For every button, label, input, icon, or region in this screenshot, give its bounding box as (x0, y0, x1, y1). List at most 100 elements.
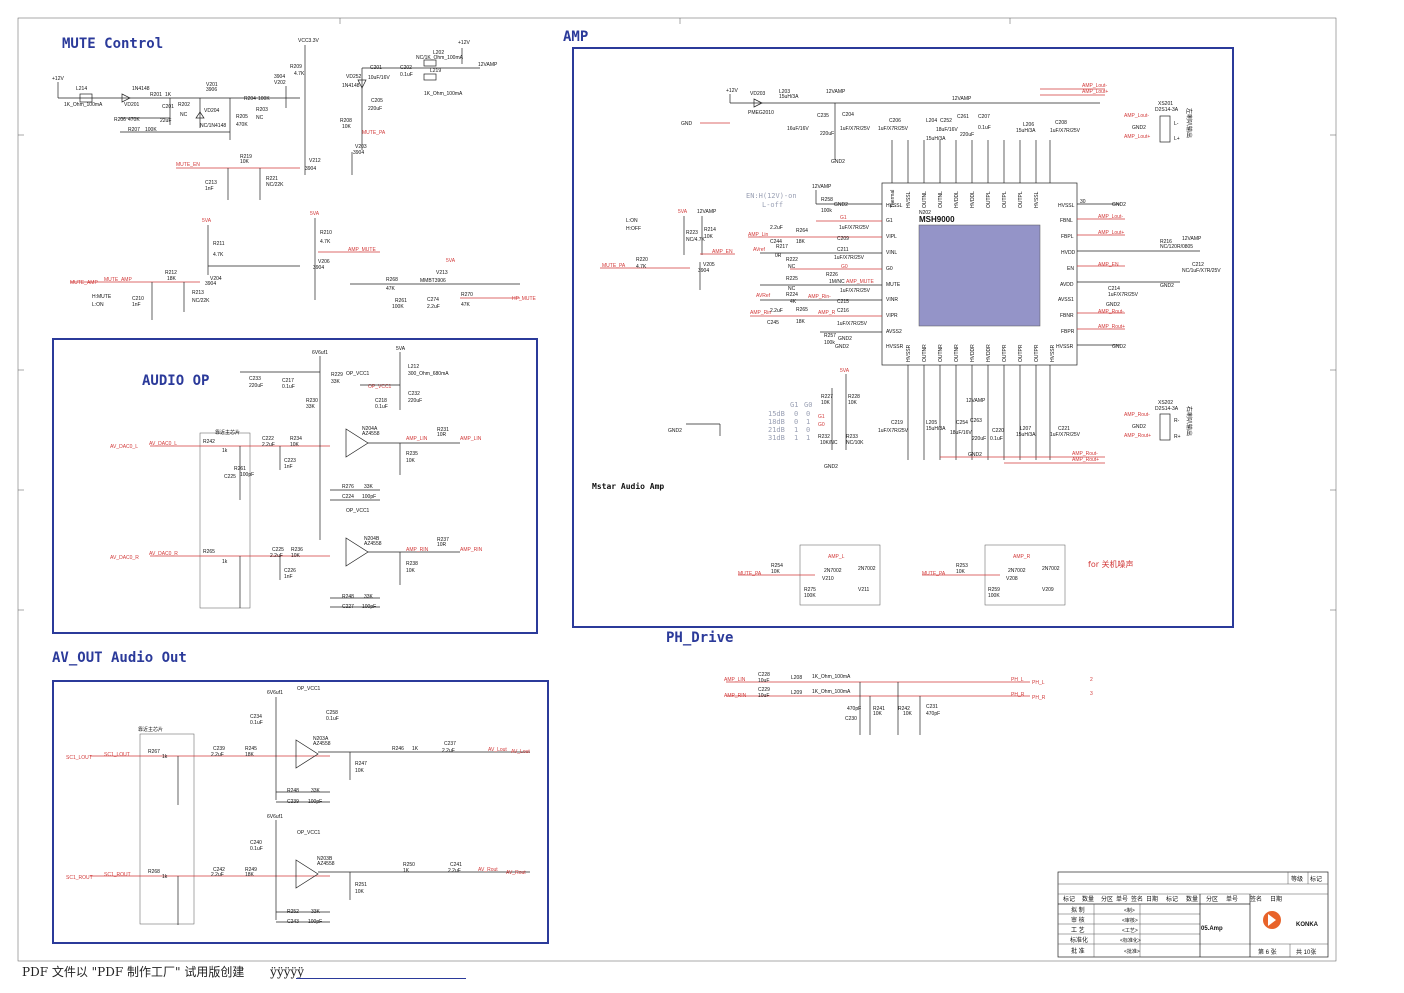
svg-text:R233: R233 (846, 434, 858, 440)
svg-text:G0: G0 (818, 422, 825, 428)
svg-text:分区: 分区 (1101, 895, 1113, 903)
svg-text:AZ4558: AZ4558 (364, 541, 382, 547)
svg-text:220uF: 220uF (249, 383, 263, 389)
svg-text:R232: R232 (818, 434, 830, 440)
svg-text:R217: R217 (776, 244, 788, 250)
svg-text:NC/1uF/X7R/25V: NC/1uF/X7R/25V (1182, 268, 1221, 274)
svg-text:2.2uF: 2.2uF (770, 308, 783, 314)
svg-text:2.2uF: 2.2uF (770, 225, 783, 231)
svg-text:100k: 100k (824, 340, 835, 346)
svg-text:D2S14-3A: D2S14-3A (1155, 107, 1179, 113)
svg-text:AMP_Lout+: AMP_Lout+ (1124, 134, 1150, 140)
svg-text:15uH/3A: 15uH/3A (1016, 432, 1036, 438)
audio-op-box (52, 338, 538, 634)
svg-text:L214: L214 (76, 86, 87, 92)
svg-text:N203B: N203B (317, 856, 333, 862)
svg-text:AMP_Rout-: AMP_Rout- (1072, 451, 1098, 457)
svg-text:C219: C219 (891, 420, 903, 426)
svg-text:V203: V203 (355, 144, 367, 150)
svg-text:R207: R207 (128, 127, 140, 133)
svg-text:AVSS1: AVSS1 (1058, 297, 1074, 303)
svg-text:12VAMP: 12VAMP (826, 89, 846, 95)
gain-table-head: G1 (790, 401, 798, 409)
svg-text:R234: R234 (290, 436, 302, 442)
svg-text:470K: 470K (236, 122, 248, 128)
av-out-title: AV_OUT Audio Out (52, 650, 187, 666)
svg-text:AV_Rout: AV_Rout (506, 870, 526, 876)
svg-text:0.1uF: 0.1uF (375, 404, 388, 410)
pdf-footer-link[interactable]: ÿÿÿÿÿ (270, 965, 305, 979)
svg-text:R223: R223 (686, 230, 698, 236)
svg-text:R231: R231 (437, 427, 449, 433)
svg-text:R235: R235 (406, 451, 418, 457)
sheet-total: 共 10张 (1296, 948, 1316, 956)
svg-text:10K: 10K (290, 442, 300, 448)
svg-text:OP_VCC1: OP_VCC1 (346, 508, 370, 514)
svg-text:10R: 10R (437, 432, 447, 438)
svg-text:V211: V211 (858, 587, 870, 593)
svg-text:单号: 单号 (1116, 895, 1128, 903)
svg-text:18dB: 18dB (768, 418, 785, 426)
svg-text:31dB: 31dB (768, 434, 785, 442)
svg-text:0: 0 (806, 426, 810, 434)
svg-text:L-: L- (1174, 121, 1179, 127)
noise-note: for 关机噪声 (1088, 559, 1134, 569)
svg-text:GND2: GND2 (1160, 283, 1174, 289)
svg-text:R227: R227 (821, 394, 833, 400)
svg-text:220uF: 220uF (820, 131, 834, 137)
svg-text:VINL: VINL (886, 250, 897, 256)
svg-text:FBNR: FBNR (1060, 313, 1074, 319)
svg-text:220uF: 220uF (368, 106, 382, 112)
svg-text:GND2: GND2 (668, 428, 682, 434)
svg-text:HVSSL: HVSSL (906, 191, 912, 208)
svg-text:HVDDL: HVDDL (970, 191, 976, 208)
svg-text:2.2uF: 2.2uF (427, 304, 440, 310)
svg-text:1k: 1k (162, 874, 168, 880)
mute-control-title: MUTE Control (62, 36, 163, 52)
svg-text:MUTE_PA: MUTE_PA (602, 263, 626, 269)
svg-text:3: 3 (1090, 691, 1093, 697)
svg-text:3904: 3904 (305, 166, 316, 172)
svg-text:GND: GND (681, 121, 693, 127)
svg-text:1N4148: 1N4148 (132, 86, 150, 92)
svg-text:100pF: 100pF (240, 472, 254, 478)
svg-text:1K_Ohm_100mA: 1K_Ohm_100mA (64, 102, 103, 108)
svg-text:V210: V210 (822, 576, 834, 582)
svg-text:AMP_Rout-: AMP_Rout- (1098, 309, 1124, 315)
svg-text:1uF/X7R/25V: 1uF/X7R/25V (1108, 292, 1139, 298)
svg-text:10K: 10K (704, 234, 714, 240)
svg-text:C216: C216 (837, 308, 849, 314)
svg-text:OUTNR: OUTNR (922, 344, 928, 362)
svg-text:NC/1K_Ohm_100mA: NC/1K_Ohm_100mA (416, 55, 464, 61)
svg-text:N203A: N203A (313, 736, 329, 742)
svg-text:100pF: 100pF (308, 799, 322, 805)
svg-text:10K: 10K (903, 711, 913, 717)
svg-text:GND2: GND2 (835, 344, 849, 350)
svg-text:3906: 3906 (206, 87, 217, 93)
svg-text:VIPR: VIPR (886, 313, 898, 319)
svg-text:NC/120R/0805: NC/120R/0805 (1160, 244, 1193, 250)
pdf-footer-text: PDF 文件以 "PDF 制作工厂" 试用版创建 (22, 965, 245, 979)
svg-text:SC1_LOUT: SC1_LOUT (104, 752, 130, 758)
audio-op-circuit: 靠近主芯片 AV_DAC0_L AV_DAC0_L R242 1k R261 C… (110, 346, 483, 610)
svg-text:1uF/X7R/25V: 1uF/X7R/25V (878, 428, 909, 434)
svg-text:G0: G0 (886, 266, 893, 272)
svg-text:2.2uF: 2.2uF (211, 872, 224, 878)
svg-text:C212: C212 (1192, 262, 1204, 268)
svg-text:1M/NC: 1M/NC (829, 279, 845, 285)
svg-text:AMP_Rout+: AMP_Rout+ (1098, 324, 1125, 330)
svg-text:PMEG2010: PMEG2010 (748, 110, 774, 116)
svg-text:G1: G1 (840, 215, 847, 221)
svg-text:1k: 1k (222, 448, 228, 454)
svg-text:4.7K: 4.7K (636, 264, 647, 270)
svg-text:C225: C225 (224, 474, 236, 480)
svg-text:L205: L205 (926, 420, 937, 426)
svg-text:100pF: 100pF (362, 604, 376, 610)
svg-text:C225: C225 (272, 547, 284, 553)
svg-text:OUTPL: OUTPL (986, 191, 992, 208)
svg-text:C209: C209 (837, 236, 849, 242)
svg-text:HVSSL: HVSSL (886, 203, 903, 209)
svg-text:GND2: GND2 (1106, 302, 1120, 308)
svg-text:NC: NC (256, 115, 264, 121)
svg-text:AMP_LIN: AMP_LIN (406, 436, 428, 442)
